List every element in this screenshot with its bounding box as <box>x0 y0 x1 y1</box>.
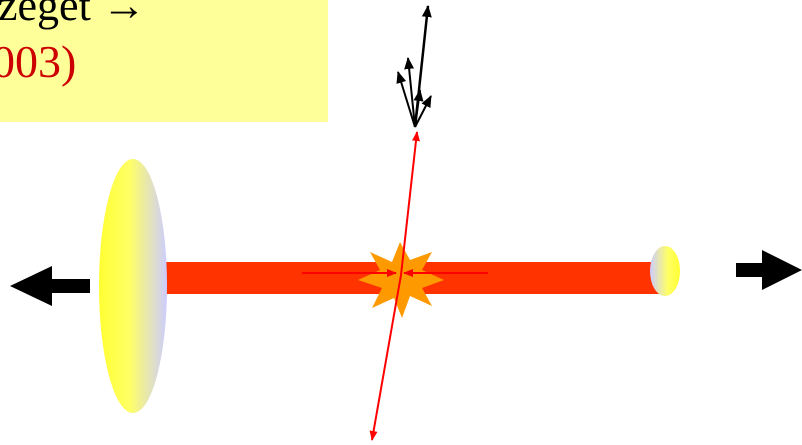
caption-line-2: 003) <box>0 36 77 87</box>
left-arrow-icon <box>10 266 90 306</box>
right-arrow-icon <box>736 250 802 290</box>
decay-arrows <box>396 5 432 128</box>
large-nucleus <box>99 159 167 413</box>
caption-line-1: zeget → <box>0 0 146 30</box>
caption-box: zeget → 003) <box>0 0 328 122</box>
track-up <box>400 131 420 276</box>
small-nucleus <box>650 246 680 296</box>
track-down <box>369 274 402 441</box>
